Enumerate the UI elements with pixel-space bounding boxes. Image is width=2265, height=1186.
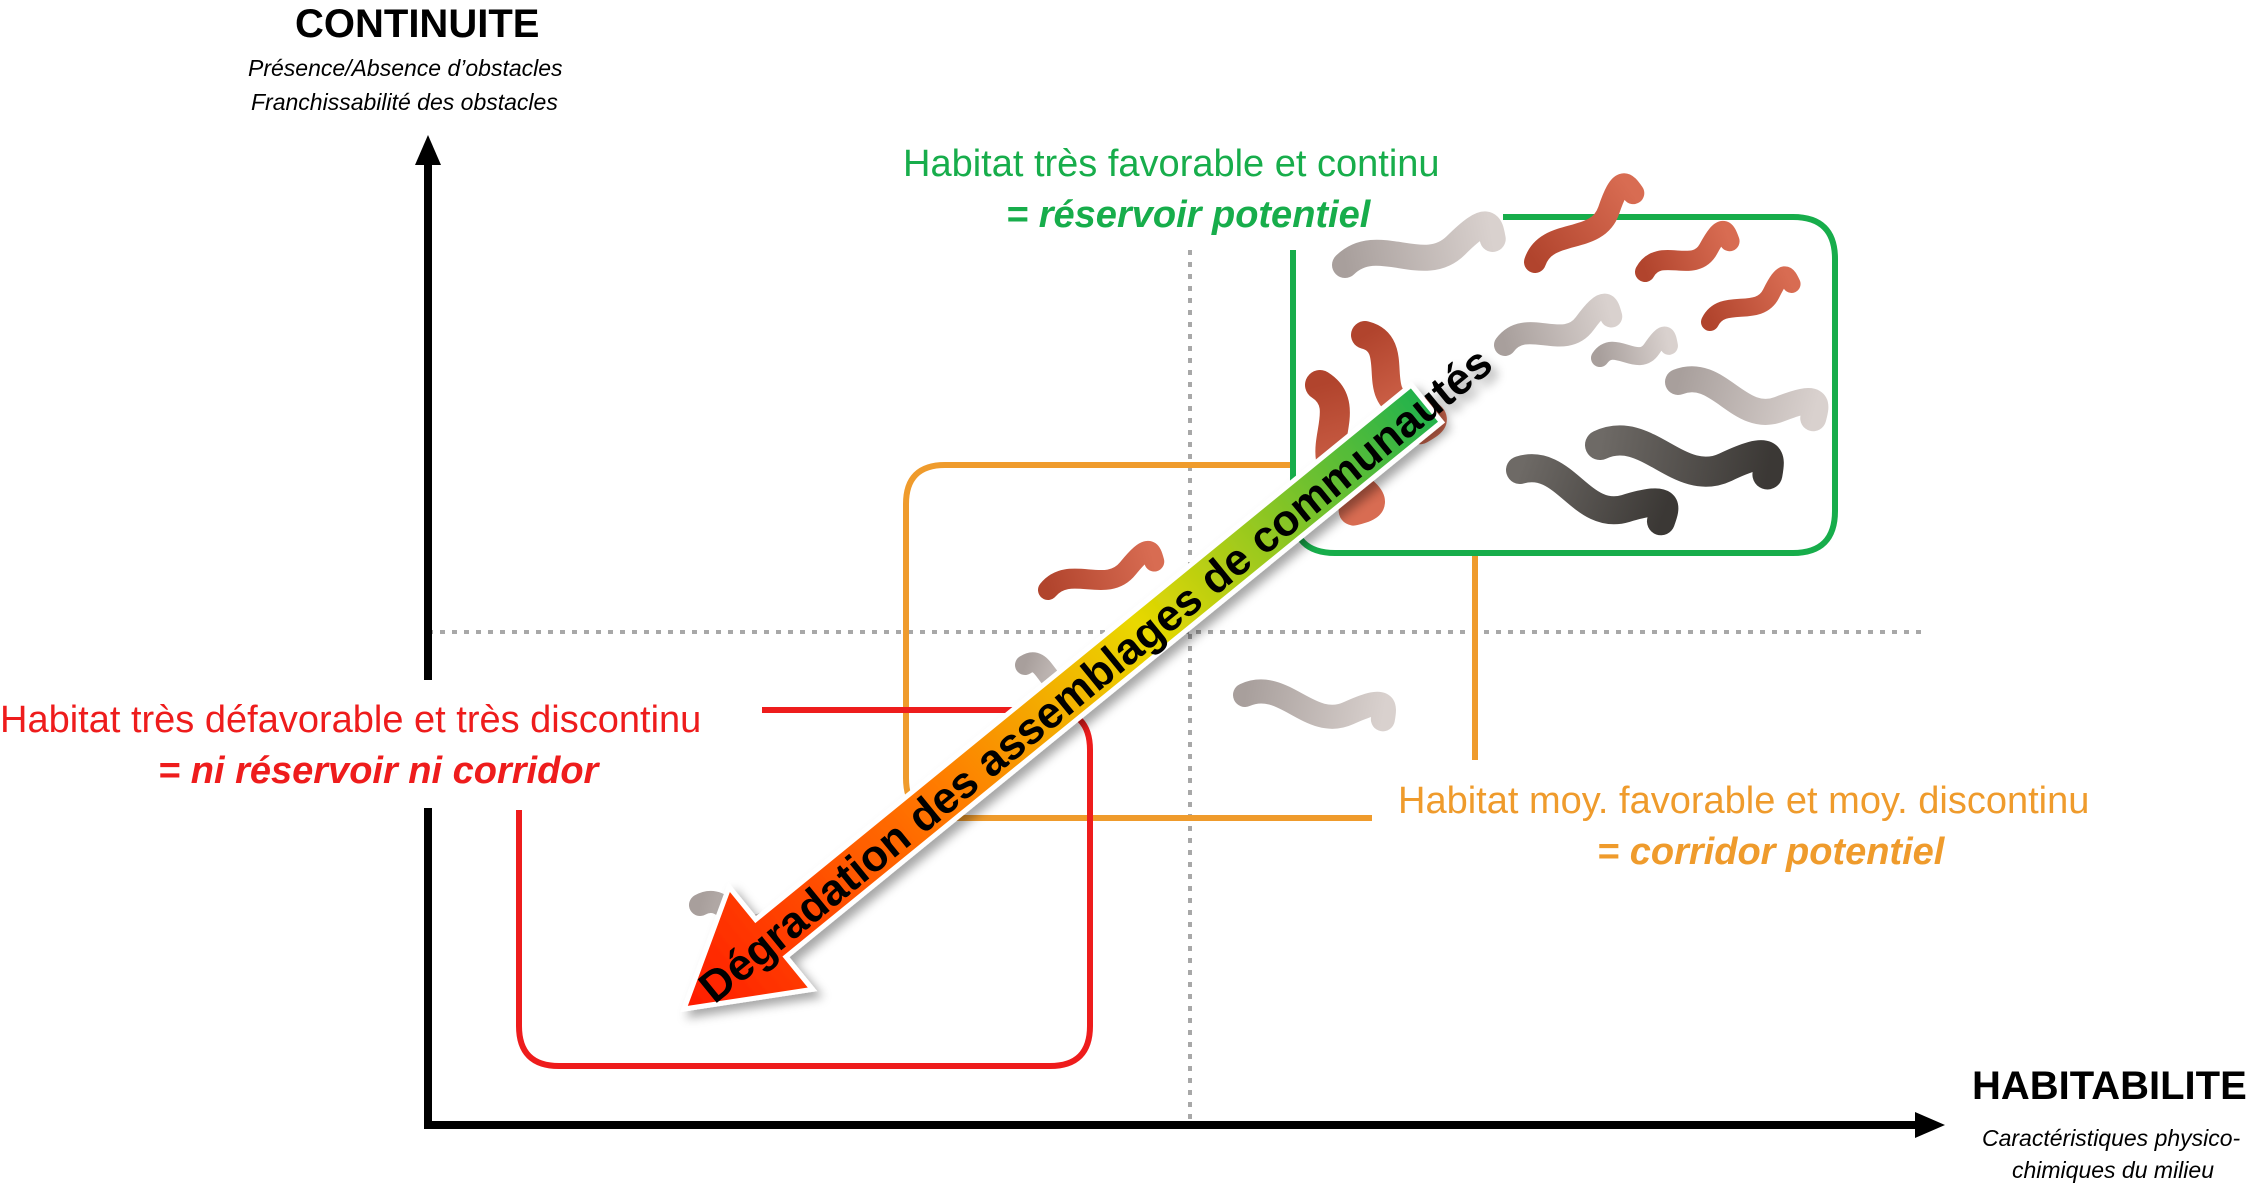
reservoir-zone-box	[1290, 214, 1838, 556]
worm-icon	[1332, 211, 1506, 278]
degradation-arrow-body	[680, 381, 1446, 1013]
worm-icon	[1635, 220, 1740, 282]
degradation-arrow-label: Dégradation des assemblages de communaut…	[690, 338, 1502, 1013]
worm-icon	[1701, 266, 1801, 331]
none-zone-sub: = ni réservoir ni corridor	[158, 750, 599, 792]
y-axis-title: CONTINUITE	[295, 2, 540, 46]
x-axis-title: HABITABILITE	[1972, 1064, 2247, 1108]
none-zone-label: Habitat très défavorable et très discont…	[0, 699, 702, 741]
worm-icon	[1233, 679, 1396, 732]
worm-icon	[1494, 293, 1623, 356]
worm-icon	[1585, 425, 1784, 490]
x-axis-subtitle-1: Caractéristiques physico-	[1982, 1125, 2241, 1151]
corridor-zone-label: Habitat moy. favorable et moy. discontin…	[1398, 780, 2090, 822]
worm-icon	[1665, 366, 1829, 432]
reservoir-zone-sub: = réservoir potentiel	[1006, 194, 1371, 236]
y-axis-subtitle-2: Franchissabilité des obstacles	[251, 89, 558, 115]
y-axis	[415, 135, 441, 1128]
reservoir-zone-label: Habitat très favorable et continu	[903, 143, 1440, 185]
y-axis-subtitle-1: Présence/Absence d’obstacles	[248, 55, 563, 81]
corridor-zone-sub: = corridor potentiel	[1597, 831, 1945, 873]
x-axis	[424, 1112, 1945, 1138]
worm-icon	[1506, 454, 1679, 536]
worm-icon	[1524, 173, 1645, 273]
worm-icon	[1038, 540, 1165, 600]
worm-icon	[1591, 326, 1678, 367]
x-axis-subtitle-2: chimiques du milieu	[2012, 1157, 2214, 1183]
